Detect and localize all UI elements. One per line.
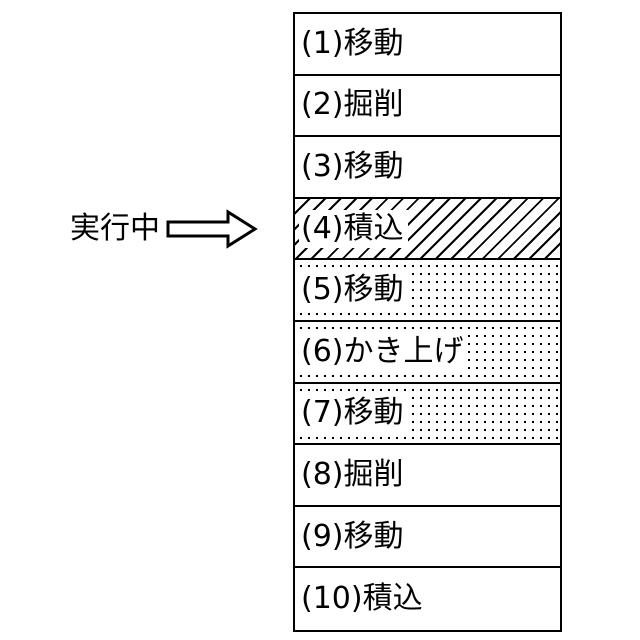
executing-label: 実行中 (70, 210, 160, 248)
task-row-5: (5)移動 (295, 260, 560, 322)
task-label-8: (8)掘削 (299, 456, 408, 494)
task-label-9: (9)移動 (299, 518, 408, 556)
task-row-8: (8)掘削 (295, 445, 560, 507)
task-sequence-list: (1)移動 (2)掘削 (3)移動 (4)積込 (5)移動 (6)かき上げ (7… (293, 12, 562, 632)
task-row-7: (7)移動 (295, 384, 560, 446)
task-row-6: (6)かき上げ (295, 322, 560, 384)
task-label-6: (6)かき上げ (299, 333, 468, 371)
task-row-3: (3)移動 (295, 137, 560, 199)
task-row-2: (2)掘削 (295, 76, 560, 138)
task-row-4: (4)積込 (295, 199, 560, 261)
task-row-10: (10)積込 (295, 568, 560, 630)
task-row-9: (9)移動 (295, 507, 560, 569)
task-label-2: (2)掘削 (299, 86, 408, 124)
task-label-7: (7)移動 (299, 394, 408, 432)
hollow-right-arrow-icon (166, 209, 258, 249)
task-label-5: (5)移動 (299, 271, 408, 309)
task-label-10: (10)積込 (299, 580, 427, 618)
executing-indicator: 実行中 (70, 206, 258, 252)
task-label-3: (3)移動 (299, 148, 408, 186)
task-label-4: (4)積込 (299, 210, 408, 248)
task-label-1: (1)移動 (299, 25, 408, 63)
task-row-1: (1)移動 (295, 14, 560, 76)
